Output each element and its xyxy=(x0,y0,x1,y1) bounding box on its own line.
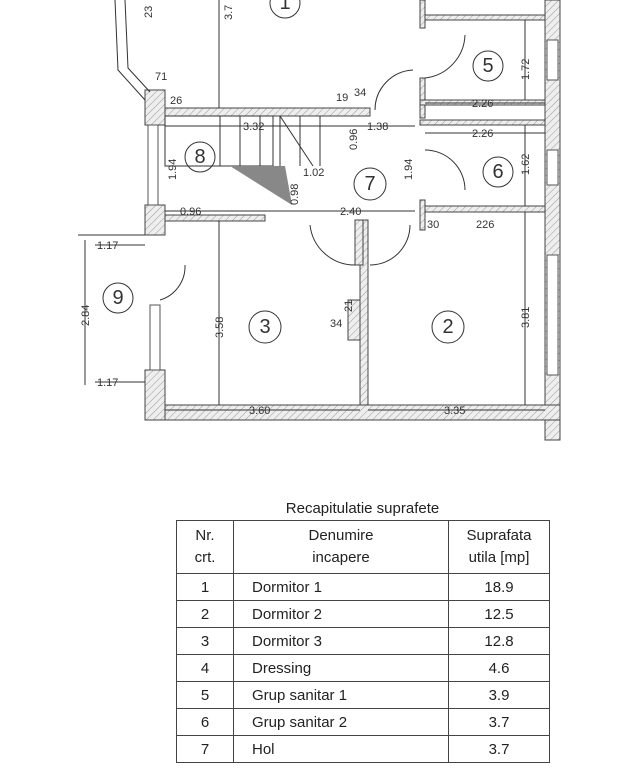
cell-nr: 7 xyxy=(176,735,234,763)
cell-name: Dormitor 1 xyxy=(233,573,449,601)
room-number: 1 xyxy=(279,0,290,14)
doors xyxy=(159,34,466,301)
dim-label: 1.72 xyxy=(520,59,532,80)
cell-name: Grup sanitar 1 xyxy=(233,681,449,709)
cell-area: 3.7 xyxy=(448,735,550,763)
dim-label: 1.17 xyxy=(97,377,118,389)
header-nr: Nr. crt. xyxy=(176,520,234,574)
dim-label: 3.32 xyxy=(243,121,264,133)
header-text: crt. xyxy=(194,549,216,566)
dim-label: 3.81 xyxy=(520,307,532,328)
cell-area: 18.9 xyxy=(448,573,550,601)
cell-nr: 1 xyxy=(176,573,234,601)
cell-name: Hol xyxy=(233,735,449,763)
cell-area: 3.7 xyxy=(448,708,550,736)
cell-area: 12.8 xyxy=(448,627,550,655)
room-number: 5 xyxy=(482,55,493,77)
dim-label: 0.98 xyxy=(289,184,301,205)
dim-label: 0.96 xyxy=(180,206,201,218)
dimension-labels: 23 3.7 71 26 19 34 3.32 1.38 0.96 1.02 1… xyxy=(80,5,532,417)
table-header-row: Nr. crt. Denumire incapere Suprafata utila … xyxy=(176,520,550,574)
cell-area: 3.9 xyxy=(448,681,550,709)
cell-area: 4.6 xyxy=(448,654,550,682)
dim-label: 1.94 xyxy=(167,159,179,180)
room-numbers: 1 2 3 5 6 7 8 9 xyxy=(102,0,514,344)
cell-nr: 3 xyxy=(176,627,234,655)
dim-label: 71 xyxy=(155,71,167,83)
dim-label: 2.84 xyxy=(80,305,92,326)
header-name: Denumire incapere xyxy=(233,520,449,574)
dim-label: 23 xyxy=(143,6,155,18)
header-text: Nr. xyxy=(195,527,215,544)
windows xyxy=(78,0,559,385)
cell-name: Grup sanitar 2 xyxy=(233,708,449,736)
cell-name: Dormitor 2 xyxy=(233,600,449,628)
dimension-lines xyxy=(95,0,545,411)
dim-label: 3.60 xyxy=(249,405,270,417)
dim-label: 2.40 xyxy=(340,206,361,218)
cell-area: 12.5 xyxy=(448,600,550,628)
dim-label: 30 xyxy=(427,219,439,231)
dim-label: 3.7 xyxy=(223,5,235,20)
header-area: Suprafata utila [mp] xyxy=(448,520,550,574)
header-text: incapere xyxy=(312,549,370,566)
dim-label: 1.02 xyxy=(303,167,324,179)
cell-nr: 2 xyxy=(176,600,234,628)
room-number: 7 xyxy=(364,173,375,195)
area-summary-table: Nr. crt. Denumire incapere Suprafata utila … xyxy=(176,520,550,763)
cell-nr: 6 xyxy=(176,708,234,736)
cell-nr: 4 xyxy=(176,654,234,682)
room-number: 9 xyxy=(112,287,123,309)
room-number: 2 xyxy=(442,316,453,338)
cell-name: Dressing xyxy=(233,654,449,682)
dim-label: 2.26 xyxy=(472,98,493,110)
dim-label: 2.26 xyxy=(472,128,493,140)
room-number: 6 xyxy=(492,161,503,183)
header-text: Suprafata xyxy=(466,527,532,544)
dim-label: 1.17 xyxy=(97,240,118,252)
dim-label: 1.38 xyxy=(367,121,388,133)
cell-nr: 5 xyxy=(176,681,234,709)
dim-label: 1.62 xyxy=(520,154,532,175)
header-text: utila [mp] xyxy=(468,549,530,566)
cell-name: Dormitor 3 xyxy=(233,627,449,655)
room-number: 8 xyxy=(194,146,205,168)
dim-label: 26 xyxy=(170,95,182,107)
room-number: 3 xyxy=(259,316,270,338)
dim-label: 3.35 xyxy=(444,405,465,417)
dim-label: 21 xyxy=(343,300,355,312)
dim-label: 19 xyxy=(336,92,348,104)
stairs xyxy=(164,115,321,205)
dim-label: 34 xyxy=(354,87,366,99)
dim-label: 34 xyxy=(330,318,342,330)
dim-label: 0.96 xyxy=(348,129,360,150)
table-title: Recapitulatie suprafete xyxy=(285,500,440,517)
dim-label: 1.94 xyxy=(403,159,415,180)
header-text: Denumire xyxy=(308,527,374,544)
dim-label: 226 xyxy=(476,219,494,231)
walls xyxy=(144,0,561,441)
dim-label: 3.58 xyxy=(214,317,226,338)
floor-plan: 1 2 3 5 6 7 8 9 23 3.7 71 26 19 34 3.32 … xyxy=(78,0,561,441)
